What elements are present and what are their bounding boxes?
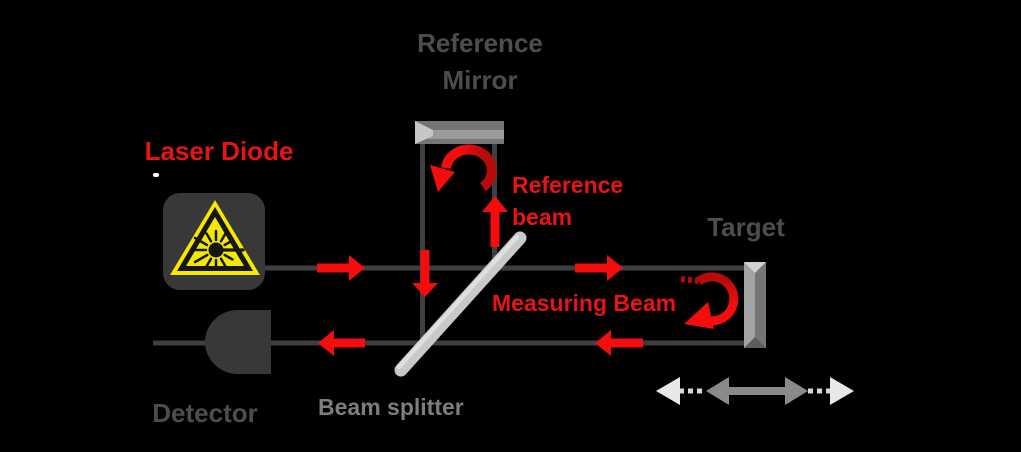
white-dot [153,173,159,177]
target-bottom-bevel [744,337,766,348]
return-beam-arrow-right [595,330,643,356]
mirror-reflection-arc [441,144,497,192]
target-right-face [755,262,766,348]
reference-beam-label-line2: beam [512,204,573,230]
reference-beam-down-arrow [412,250,438,297]
beam-splitter-shape [394,231,527,377]
target-label: Target [707,212,785,242]
target-shape [744,262,766,348]
motion-outer-arrowhead-left [656,377,680,405]
mirror-top-face [415,121,504,130]
reference-mirror-label-line2: Mirror [442,65,518,95]
outgoing-beam-arrow-left [317,255,365,281]
mirror-left-bevel [415,121,433,144]
return-beam-arrow-left [318,330,365,356]
reference-beam-label: Reference beam [512,169,623,233]
warning-triangle-inner [186,217,244,266]
reference-mirror-label-line1: Reference [417,28,543,58]
target-reflection-arrow [680,272,739,329]
beam-splitter-plate [394,231,527,377]
laser-diode-label: Laser Diode [144,136,294,166]
laser-diode-icon [163,193,265,290]
beam-direction-arrows [317,196,643,356]
target-left-face [744,262,755,348]
detector-icon [205,310,271,374]
outgoing-beam-arrow-right [575,255,623,281]
target-motion-arrow [656,377,854,405]
mirror-bottom-edge [415,139,504,144]
reference-beam-up-arrow [482,196,508,247]
motion-outer-arrowhead-right [830,377,854,405]
beam-splitter-label: Beam splitter [318,394,464,420]
measuring-beam-label: Measuring Beam [492,290,677,316]
target-top-bevel [744,262,766,273]
reference-mirror-shape [415,121,504,144]
target-reflection-arc [696,272,739,326]
target-reflection-arrowhead [684,302,714,329]
reference-mirror-label: Reference Mirror [380,25,580,99]
detector-label: Detector [152,398,258,428]
mirror-reflection-arrow [430,144,497,192]
reference-beam-label-line1: Reference [512,172,624,198]
mirror-reflection-arrowhead [430,165,455,192]
motion-double-arrow [706,377,808,405]
laser-starburst-icon [190,229,245,271]
beam-splitter-highlight [397,235,519,369]
target-reflection-dashes [680,276,700,284]
